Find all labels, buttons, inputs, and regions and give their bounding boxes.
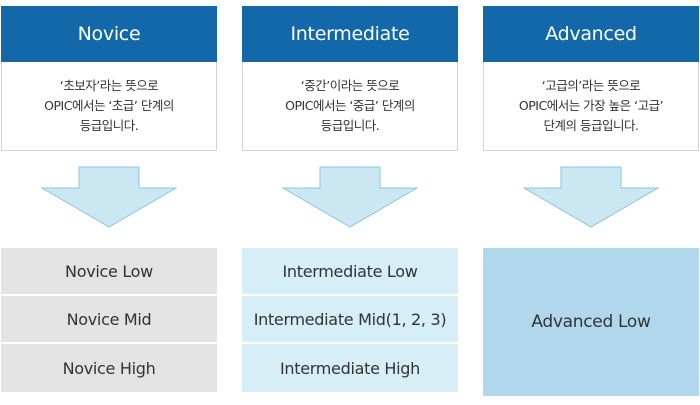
header-novice: Novice: [1, 6, 217, 62]
level-intermediate-low: Intermediate Low: [242, 248, 458, 296]
description-line: 등급입니다.: [79, 118, 139, 133]
level-novice-low: Novice Low: [1, 248, 217, 296]
description-line: 단계의 등급입니다.: [543, 118, 639, 133]
column-novice: Novice ‘초보자’라는 뜻으로 OPIC에서는 ‘초급’ 단계의 등급입니…: [1, 6, 217, 151]
levels-intermediate: Intermediate Low Intermediate Mid(1, 2, …: [242, 248, 458, 396]
header-advanced: Advanced: [483, 6, 699, 62]
description-line: ‘고급의’라는 뜻으로: [541, 78, 641, 93]
description-line: OPIC에서는 ‘중급’ 단계의: [285, 98, 415, 113]
description-advanced: ‘고급의’라는 뜻으로 OPIC에서는 가장 높은 ‘고급’ 단계의 등급입니다…: [483, 62, 699, 151]
levels-novice: Novice Low Novice Mid Novice High: [1, 248, 217, 396]
description-line: ‘초보자’라는 뜻으로: [59, 78, 159, 93]
level-intermediate-high: Intermediate High: [242, 344, 458, 392]
description-line: OPIC에서는 ‘초급’ 단계의: [44, 98, 174, 113]
description-novice: ‘초보자’라는 뜻으로 OPIC에서는 ‘초급’ 단계의 등급입니다.: [1, 62, 217, 151]
level-intermediate-mid: Intermediate Mid(1, 2, 3): [242, 296, 458, 344]
description-intermediate: ‘중간’이라는 뜻으로 OPIC에서는 ‘중급’ 단계의 등급입니다.: [242, 62, 458, 151]
down-arrow-icon: [1, 166, 217, 232]
down-arrow-icon: [483, 166, 699, 232]
down-arrow-shape: [523, 166, 659, 228]
down-arrow-shape: [282, 166, 418, 228]
description-line: OPIC에서는 가장 높은 ‘고급’: [518, 98, 664, 113]
description-line: ‘중간’이라는 뜻으로: [300, 78, 400, 93]
header-intermediate: Intermediate: [242, 6, 458, 62]
level-novice-mid: Novice Mid: [1, 296, 217, 344]
down-arrow-shape: [41, 166, 177, 228]
level-advanced-low: Advanced Low: [483, 248, 699, 396]
levels-advanced: Advanced Low: [483, 248, 699, 396]
column-intermediate: Intermediate ‘중간’이라는 뜻으로 OPIC에서는 ‘중급’ 단계…: [242, 6, 458, 151]
level-novice-high: Novice High: [1, 344, 217, 392]
down-arrow-icon: [242, 166, 458, 232]
column-advanced: Advanced ‘고급의’라는 뜻으로 OPIC에서는 가장 높은 ‘고급’ …: [483, 6, 699, 151]
description-line: 등급입니다.: [320, 118, 380, 133]
